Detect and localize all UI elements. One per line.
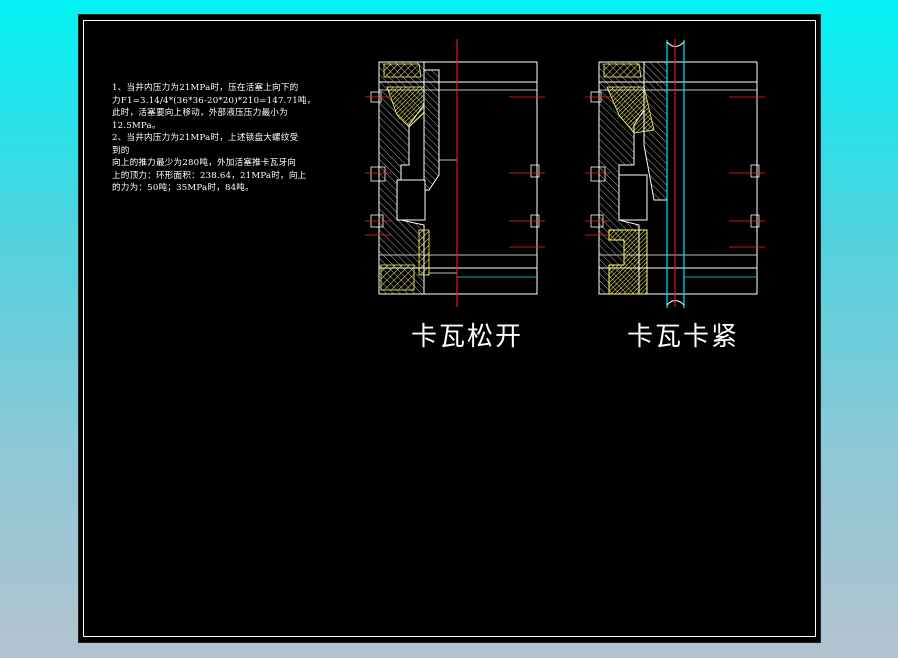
note-line: 此时，活塞要向上移动，外部液压压力最小为 (112, 108, 288, 118)
note-line: 2、当井内压力为21MPa时，上述锁盘大螺纹受 (112, 133, 299, 143)
drawing-sheet: 1、当井内压力为21MPa时，压在活塞上向下的 力F1=3.14/4*(36*3… (78, 14, 821, 643)
note-line: 力F1=3.14/4*(36*36-20*20)*210=147.71吨， (112, 95, 316, 106)
section-drawings (365, 39, 765, 308)
note-line: 1、当井内压力为21MPa时，压在活塞上向下的 (112, 83, 299, 93)
title-slips-gripped: 卡瓦卡紧 (627, 322, 740, 352)
note-line: 到的 (112, 145, 130, 156)
note-line: 向上的推力最少为280吨，外加活塞推卡瓦牙向 (112, 158, 297, 168)
design-notes: 1、当井内压力为21MPa时，压在活塞上向下的 力F1=3.14/4*(36*3… (112, 82, 322, 195)
note-line: 上的顶力：环形面积：238.64，21MPa时，向上 (112, 170, 307, 181)
section-right-gripped (585, 39, 765, 308)
note-line: 的力为：50吨；35MPa时，84吨。 (112, 183, 254, 193)
section-left-released (365, 39, 545, 307)
title-slips-released: 卡瓦松开 (411, 322, 524, 352)
drawing-frame (83, 20, 816, 637)
note-line: 12.5MPa。 (112, 120, 161, 131)
